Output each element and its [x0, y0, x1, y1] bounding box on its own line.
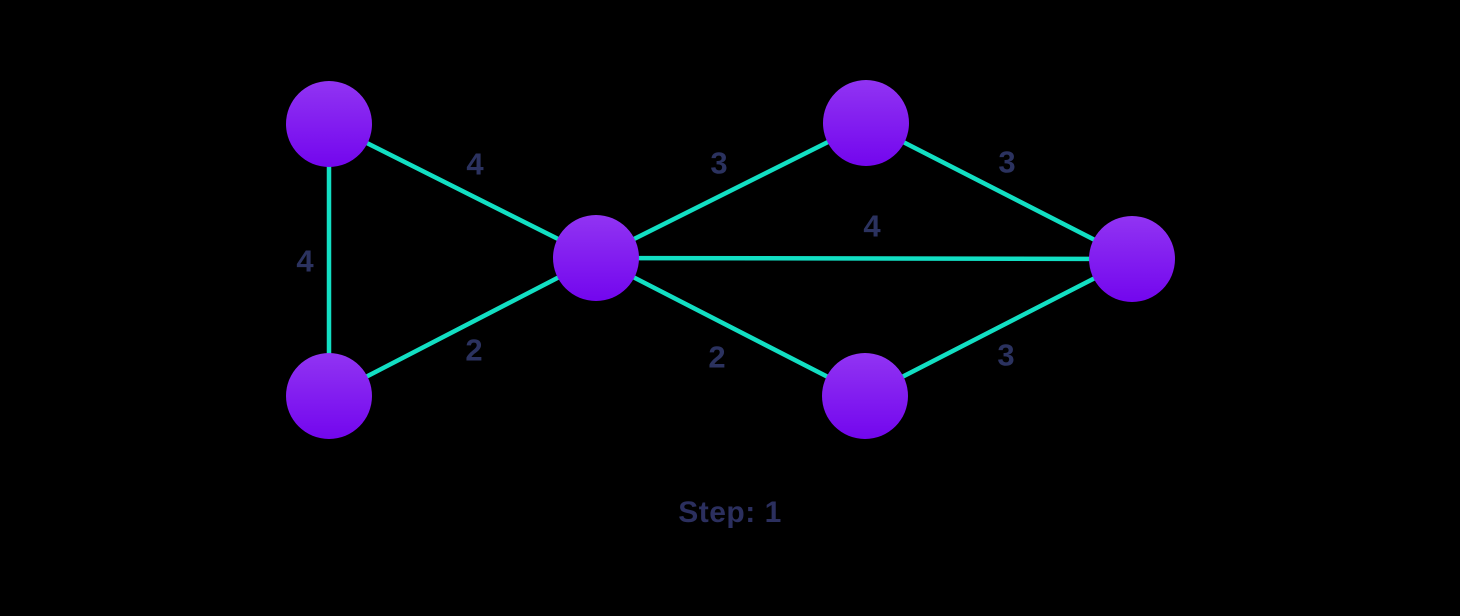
edge-weight-center-right: 4 — [863, 209, 881, 244]
edge-weight-center-top-middle: 3 — [710, 146, 727, 181]
edge-center-bottom-middle — [593, 255, 868, 399]
edge-weight-bottom-left-center: 2 — [465, 333, 482, 368]
edge-weight-bottom-middle-right: 3 — [997, 338, 1014, 373]
edge-top-left-center — [326, 121, 599, 261]
edge-bottom-left-center — [326, 255, 599, 399]
edge-top-middle-right — [863, 120, 1135, 262]
edge-weight-center-bottom-middle: 2 — [708, 340, 725, 375]
step-label: Step: 1 — [678, 496, 782, 529]
edge-weight-top-left-center: 4 — [466, 147, 484, 182]
node-bottom-left — [286, 353, 372, 439]
node-bottom-middle — [822, 353, 908, 439]
edge-center-right — [593, 255, 1135, 262]
edge-weight-top-left-bottom-left: 4 — [296, 244, 314, 279]
node-top-middle — [823, 80, 909, 166]
edge-bottom-middle-right — [862, 256, 1135, 399]
edge-weight-top-middle-right: 3 — [998, 145, 1015, 180]
node-center — [553, 215, 639, 301]
node-right — [1089, 216, 1175, 302]
edge-center-top-middle — [593, 120, 869, 261]
node-top-left — [286, 81, 372, 167]
